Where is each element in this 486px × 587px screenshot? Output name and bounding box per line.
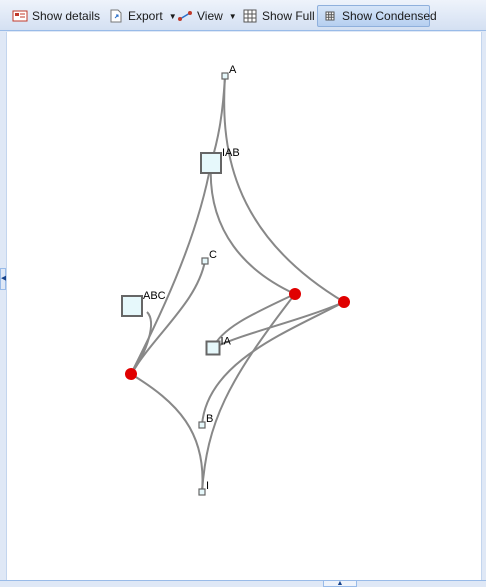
node-box[interactable]	[198, 421, 206, 429]
show-details-button[interactable]: Show details	[8, 5, 104, 27]
show-full-button[interactable]: Show Full	[238, 5, 319, 27]
graph-node-iab[interactable]: IAB	[200, 147, 240, 174]
show-details-label: Show details	[32, 9, 101, 23]
graph-node-ia[interactable]: IA	[205, 336, 232, 356]
chevron-down-icon: ▼	[228, 11, 237, 21]
show-condensed-label: Show Condensed	[342, 9, 437, 23]
node-label: IAB	[222, 147, 240, 159]
edge-iab-r1[interactable]	[130, 162, 212, 375]
edge-i-r2[interactable]	[201, 293, 296, 493]
details-icon	[12, 9, 28, 23]
view-graph-icon	[177, 9, 193, 23]
hub-node-marker[interactable]	[289, 288, 301, 300]
edge-ia-r3[interactable]	[212, 301, 345, 349]
node-box[interactable]	[198, 488, 206, 496]
view-menu-button[interactable]: View ▼	[173, 5, 241, 27]
node-box[interactable]	[201, 257, 209, 265]
show-condensed-button[interactable]: Show Condensed	[317, 5, 437, 27]
graph-node-r1[interactable]	[125, 368, 137, 380]
edge-b-r3[interactable]	[201, 301, 345, 426]
edge-i-r1[interactable]	[130, 373, 204, 493]
node-label: I	[206, 480, 209, 492]
bottom-splitter	[0, 580, 486, 587]
edge-iab-r2[interactable]	[209, 162, 296, 295]
graph-node-r2[interactable]	[289, 288, 301, 300]
collapse-bottom-handle[interactable]: ▲	[323, 580, 357, 587]
chevron-down-icon: ▼	[168, 11, 177, 21]
node-box[interactable]	[205, 340, 221, 356]
node-label: IA	[221, 336, 232, 348]
graph-node-a[interactable]: A	[221, 64, 237, 80]
condensed-grid-icon	[322, 9, 338, 23]
collapse-left-handle[interactable]: ◀	[0, 268, 6, 290]
graph-node-b[interactable]: B	[198, 413, 213, 429]
node-box[interactable]	[200, 152, 222, 174]
export-label: Export	[128, 9, 163, 23]
hub-node-marker[interactable]	[125, 368, 137, 380]
graph-node-i[interactable]: I	[198, 480, 209, 496]
edge-abc-r1[interactable]	[130, 311, 152, 375]
view-label: View	[197, 9, 223, 23]
toolbar: Show details Export ▼ View ▼ Show Full S…	[0, 0, 486, 31]
node-box[interactable]	[221, 72, 229, 80]
grid-icon	[242, 9, 258, 23]
export-icon	[108, 9, 124, 23]
graph-node-r3[interactable]	[338, 296, 350, 308]
node-box[interactable]	[121, 295, 143, 317]
node-label: ABC	[143, 290, 166, 302]
graph-node-c[interactable]: C	[201, 249, 217, 265]
hub-node-marker[interactable]	[338, 296, 350, 308]
node-label: A	[229, 64, 237, 76]
node-label: B	[206, 413, 213, 425]
show-full-label: Show Full	[262, 9, 315, 23]
edge-a-r3[interactable]	[223, 75, 345, 303]
node-label: C	[209, 249, 217, 261]
export-menu-button[interactable]: Export ▼	[104, 5, 181, 27]
graph-node-abc[interactable]: ABC	[121, 290, 166, 317]
